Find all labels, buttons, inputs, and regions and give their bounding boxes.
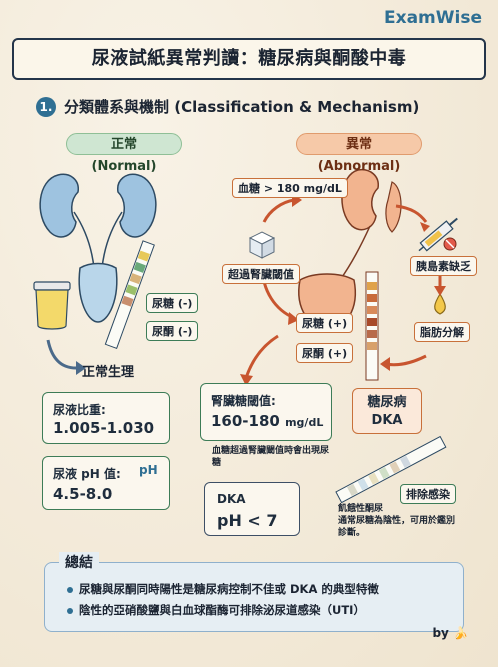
abnormal-ketone-tag: 尿酮 (+) xyxy=(296,343,354,363)
diabetes-dka-box: 糖尿病 DKA xyxy=(352,388,422,434)
specific-gravity-box: 尿液比重: 1.005-1.030 xyxy=(42,392,170,444)
dka-value: pH < 7 xyxy=(217,511,278,530)
section-header: 1. 分類體系與機制 (Classification & Mechanism) xyxy=(36,96,419,117)
ketone-strip-icon xyxy=(335,435,447,504)
renal-threshold-value-row: 160-180 mg/dL xyxy=(211,412,323,430)
summary-item: 陰性的亞硝酸鹽與白血球酯酶可排除泌尿道感染（UTI） xyxy=(67,600,379,621)
normal-ketone-tag: 尿酮 (-) xyxy=(146,321,199,341)
summary-item: 尿糖與尿酮同時陽性是糖尿病控制不佳或 DKA 的典型特徵 xyxy=(67,579,379,600)
renal-threshold-unit: mg/dL xyxy=(285,416,324,429)
ph-label: 尿液 pH 值: xyxy=(53,467,121,481)
dka-label: DKA xyxy=(217,492,246,506)
brand-logo: ExamWise xyxy=(384,8,482,28)
byline-prefix: by xyxy=(432,626,449,640)
dka-ph-box: DKA pH < 7 xyxy=(204,482,300,536)
dka-short-label: DKA xyxy=(371,413,403,428)
normal-arrow-icon xyxy=(46,339,77,370)
blood-sugar-tag: 血糖 > 180 mg/dL xyxy=(232,178,348,198)
abnormal-pill: 異常 (Abnormal) xyxy=(296,133,422,174)
section-number: 1. xyxy=(36,96,56,117)
renal-threshold-label: 腎臟糖閾值: xyxy=(211,394,276,408)
insulin-lack-tag: 胰島素缺乏 xyxy=(410,256,477,276)
sg-value: 1.005-1.030 xyxy=(53,419,155,437)
summary-title: 總結 xyxy=(59,552,99,572)
fat-breakdown-tag: 脂肪分解 xyxy=(414,322,470,342)
normal-test-strip-icon xyxy=(104,240,155,349)
banana-logo-icon: 🍌 xyxy=(453,626,468,640)
abnormal-glucose-tag: 尿糖 (+) xyxy=(296,313,354,333)
sugar-cube-icon xyxy=(248,231,276,259)
cycle-arrowheads-icon xyxy=(240,193,446,386)
normal-pill: 正常 (Normal) xyxy=(66,133,182,174)
sg-label: 尿液比重: xyxy=(53,403,106,417)
byline: by 🍌 xyxy=(432,626,468,640)
normal-glucose-tag: 尿糖 (-) xyxy=(146,293,199,313)
ph-icon: pH xyxy=(139,463,158,477)
section-title: 分類體系與機制 (Classification & Mechanism) xyxy=(64,98,420,116)
page-title: 尿液試紙異常判讀：糖尿病與酮酸中毒 xyxy=(12,38,486,80)
renal-threshold-note: 血糖超過腎臟閾值時會出現尿糖 xyxy=(212,446,330,468)
summary-list: 尿糖與尿酮同時陽性是糖尿病控制不佳或 DKA 的典型特徵 陰性的亞硝酸鹽與白血球… xyxy=(67,579,379,621)
over-threshold-tag: 超過腎臟閾值 xyxy=(222,264,300,284)
abnormal-test-strip-icon xyxy=(365,271,379,381)
abnormal-kidneys-icon xyxy=(339,168,402,281)
exclude-infection-tag: 排除感染 xyxy=(400,484,456,504)
normal-bladder-icon xyxy=(78,262,118,323)
ph-box: 尿液 pH 值: 4.5-8.0 xyxy=(42,456,170,510)
syringe-icon xyxy=(418,217,458,252)
normal-physiology-label: 正常生理 xyxy=(82,365,135,380)
renal-threshold-box: 腎臟糖閾值: 160-180 mg/dL xyxy=(200,383,332,441)
fat-droplet-icon xyxy=(434,292,446,315)
ph-value: 4.5-8.0 xyxy=(53,485,113,503)
renal-threshold-value: 160-180 xyxy=(211,412,280,430)
summary-box: 總結 尿糖與尿酮同時陽性是糖尿病控制不佳或 DKA 的典型特徵 陰性的亞硝酸鹽與… xyxy=(44,552,464,632)
ketone-note: 飢餓性酮尿 通常尿糖為陰性，可用於鑑別診斷。 xyxy=(338,504,456,538)
diabetes-label: 糖尿病 xyxy=(367,395,407,410)
urine-cup-icon xyxy=(33,281,71,330)
